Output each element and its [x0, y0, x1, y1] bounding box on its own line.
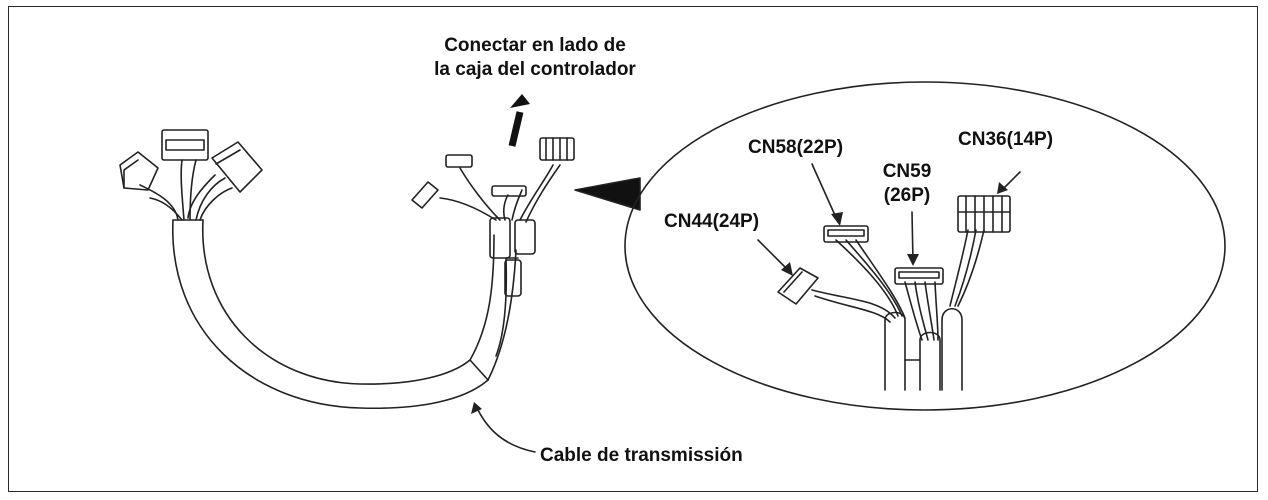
connect-label: Conectar en lado de la caja del controla… [410, 34, 660, 82]
callout-pointer [574, 177, 641, 211]
connect-label-line2: la caja del controlador [434, 59, 636, 80]
transmission-cable [172, 217, 536, 410]
cn59-label-line1: CN59 [882, 161, 932, 182]
arrow-up-icon [510, 94, 530, 108]
zoom-ellipse [624, 81, 1226, 411]
leader-lines [475, 163, 1021, 453]
zoomed-connectors [777, 195, 1011, 391]
cn36-label: CN36(14P) [958, 129, 1054, 150]
arrow-heads [471, 182, 1008, 414]
diagram-frame [8, 6, 1258, 492]
cn58-label: CN58(22P) [748, 137, 844, 158]
cable-label: Cable de transmissión [540, 445, 743, 466]
cn59-label: CN59 (26P) [872, 160, 942, 208]
cn44-label: CN44(24P) [664, 211, 760, 232]
left-connector-bundle [119, 129, 263, 221]
connect-label-line1: Conectar en lado de [444, 35, 626, 56]
cn59-label-line2: (26P) [883, 185, 931, 206]
connect-direction-arrow [508, 111, 524, 147]
right-connector-group-small [411, 137, 575, 223]
